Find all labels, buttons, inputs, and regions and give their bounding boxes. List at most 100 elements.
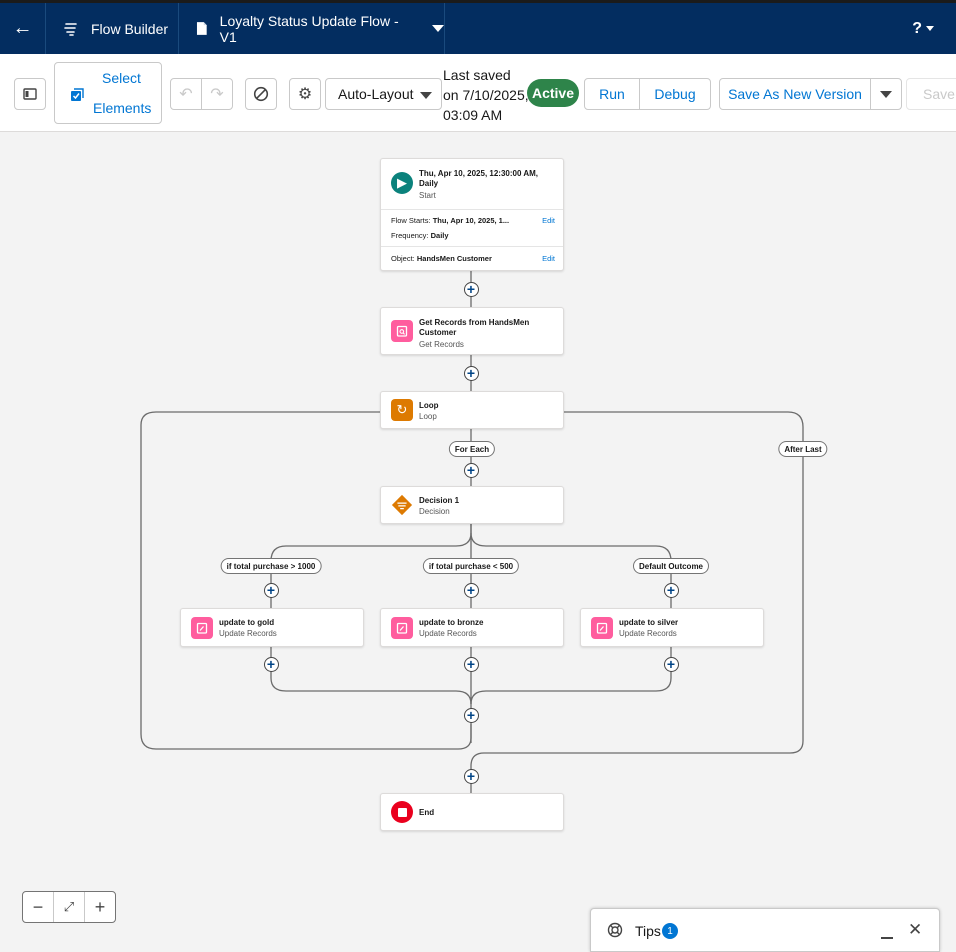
end-title: End — [419, 808, 435, 817]
zoom-in-icon[interactable]: + — [94, 896, 106, 917]
get-records-icon — [391, 320, 413, 342]
start-node[interactable]: ▶ Thu, Apr 10, 2025, 12:30:00 AM, Daily … — [380, 158, 564, 271]
get-records-node[interactable]: Get Records from HandsMen Customer Get R… — [380, 307, 564, 355]
toolbar: Select Elements ↶ ↷ ⚙ Auto-Layout Last s… — [0, 54, 956, 132]
outcome-label: Default Outcome — [632, 558, 710, 574]
minimize-icon[interactable] — [881, 937, 893, 939]
help-menu-button[interactable]: ? — [912, 3, 934, 54]
last-saved-text: Last saved on 7/10/2025, 03:09 AM — [443, 65, 529, 125]
top-navigation-bar: ← Flow Builder Loyalty Status Update Flo… — [0, 0, 956, 54]
add-element-button[interactable]: + — [463, 281, 479, 297]
loop-icon: ↻ — [391, 399, 413, 421]
save-button[interactable]: Save — [906, 78, 956, 110]
gear-icon: ⚙ — [297, 86, 313, 103]
settings-button[interactable]: ⚙ — [289, 78, 321, 110]
object-row: Object: HandsMen Customer — [391, 254, 492, 263]
flow-builder-app: Flow Builder — [47, 3, 179, 54]
status-badge: Active — [527, 79, 579, 107]
loop-title: Loop — [419, 401, 439, 410]
zoom-out-icon[interactable]: − — [23, 892, 54, 922]
add-element-button[interactable]: + — [463, 768, 479, 784]
add-element-button[interactable]: + — [463, 462, 479, 478]
decision-node[interactable]: Decision 1 Decision — [380, 486, 564, 524]
flow-name-menu[interactable]: Loyalty Status Update Flow - V1 — [180, 3, 445, 54]
save-options-button[interactable] — [870, 78, 902, 110]
last-saved-line: on 7/10/2025, — [443, 87, 529, 103]
start-title-line: Thu, Apr 10, 2025, 12:30:00 AM, — [419, 169, 539, 178]
flow-starts-row: Flow Starts: Thu, Apr 10, 2025, 1... — [391, 216, 509, 225]
select-elements-button[interactable]: Select Elements — [54, 62, 162, 124]
update-records-icon — [591, 616, 613, 639]
update-records-node[interactable]: update to silver Update Records — [580, 608, 764, 647]
edit-object-link[interactable]: Edit — [542, 254, 555, 263]
zoom-controls: − ⤢ + — [22, 891, 116, 923]
chevron-down-icon — [926, 26, 934, 31]
field-value: HandsMen Customer — [416, 254, 492, 263]
for-each-label: For Each — [448, 441, 496, 457]
add-element-button[interactable]: + — [463, 582, 479, 598]
update-records-subtitle: Update Records — [419, 629, 477, 638]
undo-icon: ↶ — [179, 86, 193, 103]
flow-canvas[interactable]: ▶ Thu, Apr 10, 2025, 12:30:00 AM, Daily … — [0, 133, 956, 952]
run-button[interactable]: Run — [584, 78, 640, 110]
errors-button[interactable] — [245, 78, 277, 110]
field-label: Object: — [391, 254, 415, 263]
update-records-subtitle: Update Records — [219, 629, 277, 638]
fit-view-icon[interactable]: ⤢ — [54, 892, 85, 922]
add-element-button[interactable]: + — [463, 365, 479, 381]
update-records-node[interactable]: update to bronze Update Records — [380, 608, 564, 647]
chevron-down-icon — [432, 25, 444, 32]
chevron-down-icon — [420, 92, 432, 99]
field-value: Thu, Apr 10, 2025, 1... — [432, 216, 510, 225]
decision-title: Decision 1 — [419, 496, 460, 505]
toggle-panel-button[interactable] — [14, 78, 46, 110]
edit-schedule-link[interactable]: Edit — [542, 216, 555, 225]
update-records-node[interactable]: update to gold Update Records — [180, 608, 364, 647]
tips-label: Tips — [635, 923, 661, 939]
outcome-label: if total purchase > 1000 — [220, 558, 322, 574]
loop-subtitle: Loop — [419, 412, 437, 421]
decision-icon — [391, 494, 413, 516]
update-records-title: update to silver — [619, 618, 679, 627]
decision-subtitle: Decision — [419, 507, 450, 516]
update-records-icon — [391, 616, 413, 639]
start-node-subtitle: Start — [419, 191, 436, 200]
help-icon: ? — [912, 19, 922, 37]
tips-panel[interactable]: Tips 1 ✕ — [590, 908, 940, 952]
flow-builder-icon — [64, 22, 77, 36]
start-node-title: Thu, Apr 10, 2025, 12:30:00 AM, Daily — [419, 169, 538, 189]
add-element-button[interactable]: + — [463, 656, 479, 672]
layout-mode-select[interactable]: Auto-Layout — [325, 78, 442, 110]
add-element-button[interactable]: + — [663, 656, 679, 672]
undo-button[interactable]: ↶ — [170, 78, 202, 110]
select-elements-label-2: Elements — [93, 100, 152, 116]
block-icon — [253, 86, 269, 102]
close-icon[interactable]: ✕ — [908, 920, 923, 939]
back-arrow-icon: ← — [12, 17, 33, 39]
update-records-subtitle: Update Records — [619, 629, 677, 638]
stop-icon — [391, 801, 413, 823]
file-icon — [196, 22, 207, 35]
end-node[interactable]: End — [380, 793, 564, 831]
last-saved-line: Last saved — [443, 67, 511, 83]
back-button[interactable]: ← — [0, 3, 46, 54]
debug-button[interactable]: Debug — [639, 78, 711, 110]
select-elements-label-1: Select — [102, 70, 141, 86]
save-as-new-version-button[interactable]: Save As New Version — [719, 78, 871, 110]
add-element-button[interactable]: + — [263, 582, 279, 598]
tips-count-badge: 1 — [662, 923, 678, 939]
chevron-down-icon — [880, 90, 892, 98]
update-records-title: update to gold — [219, 618, 275, 627]
add-element-button[interactable]: + — [463, 707, 479, 723]
add-element-button[interactable]: + — [263, 656, 279, 672]
get-records-title: Get Records from HandsMen Customer — [419, 318, 530, 337]
outcome-label: if total purchase < 500 — [422, 558, 520, 574]
divider — [381, 246, 563, 247]
layout-mode-value: Auto-Layout — [338, 86, 414, 102]
field-label: Flow Starts: — [391, 216, 431, 225]
loop-node[interactable]: ↻ Loop Loop — [380, 391, 564, 429]
update-records-icon — [191, 616, 213, 639]
last-saved-line: 03:09 AM — [443, 107, 503, 123]
add-element-button[interactable]: + — [663, 582, 679, 598]
redo-button[interactable]: ↷ — [201, 78, 233, 110]
